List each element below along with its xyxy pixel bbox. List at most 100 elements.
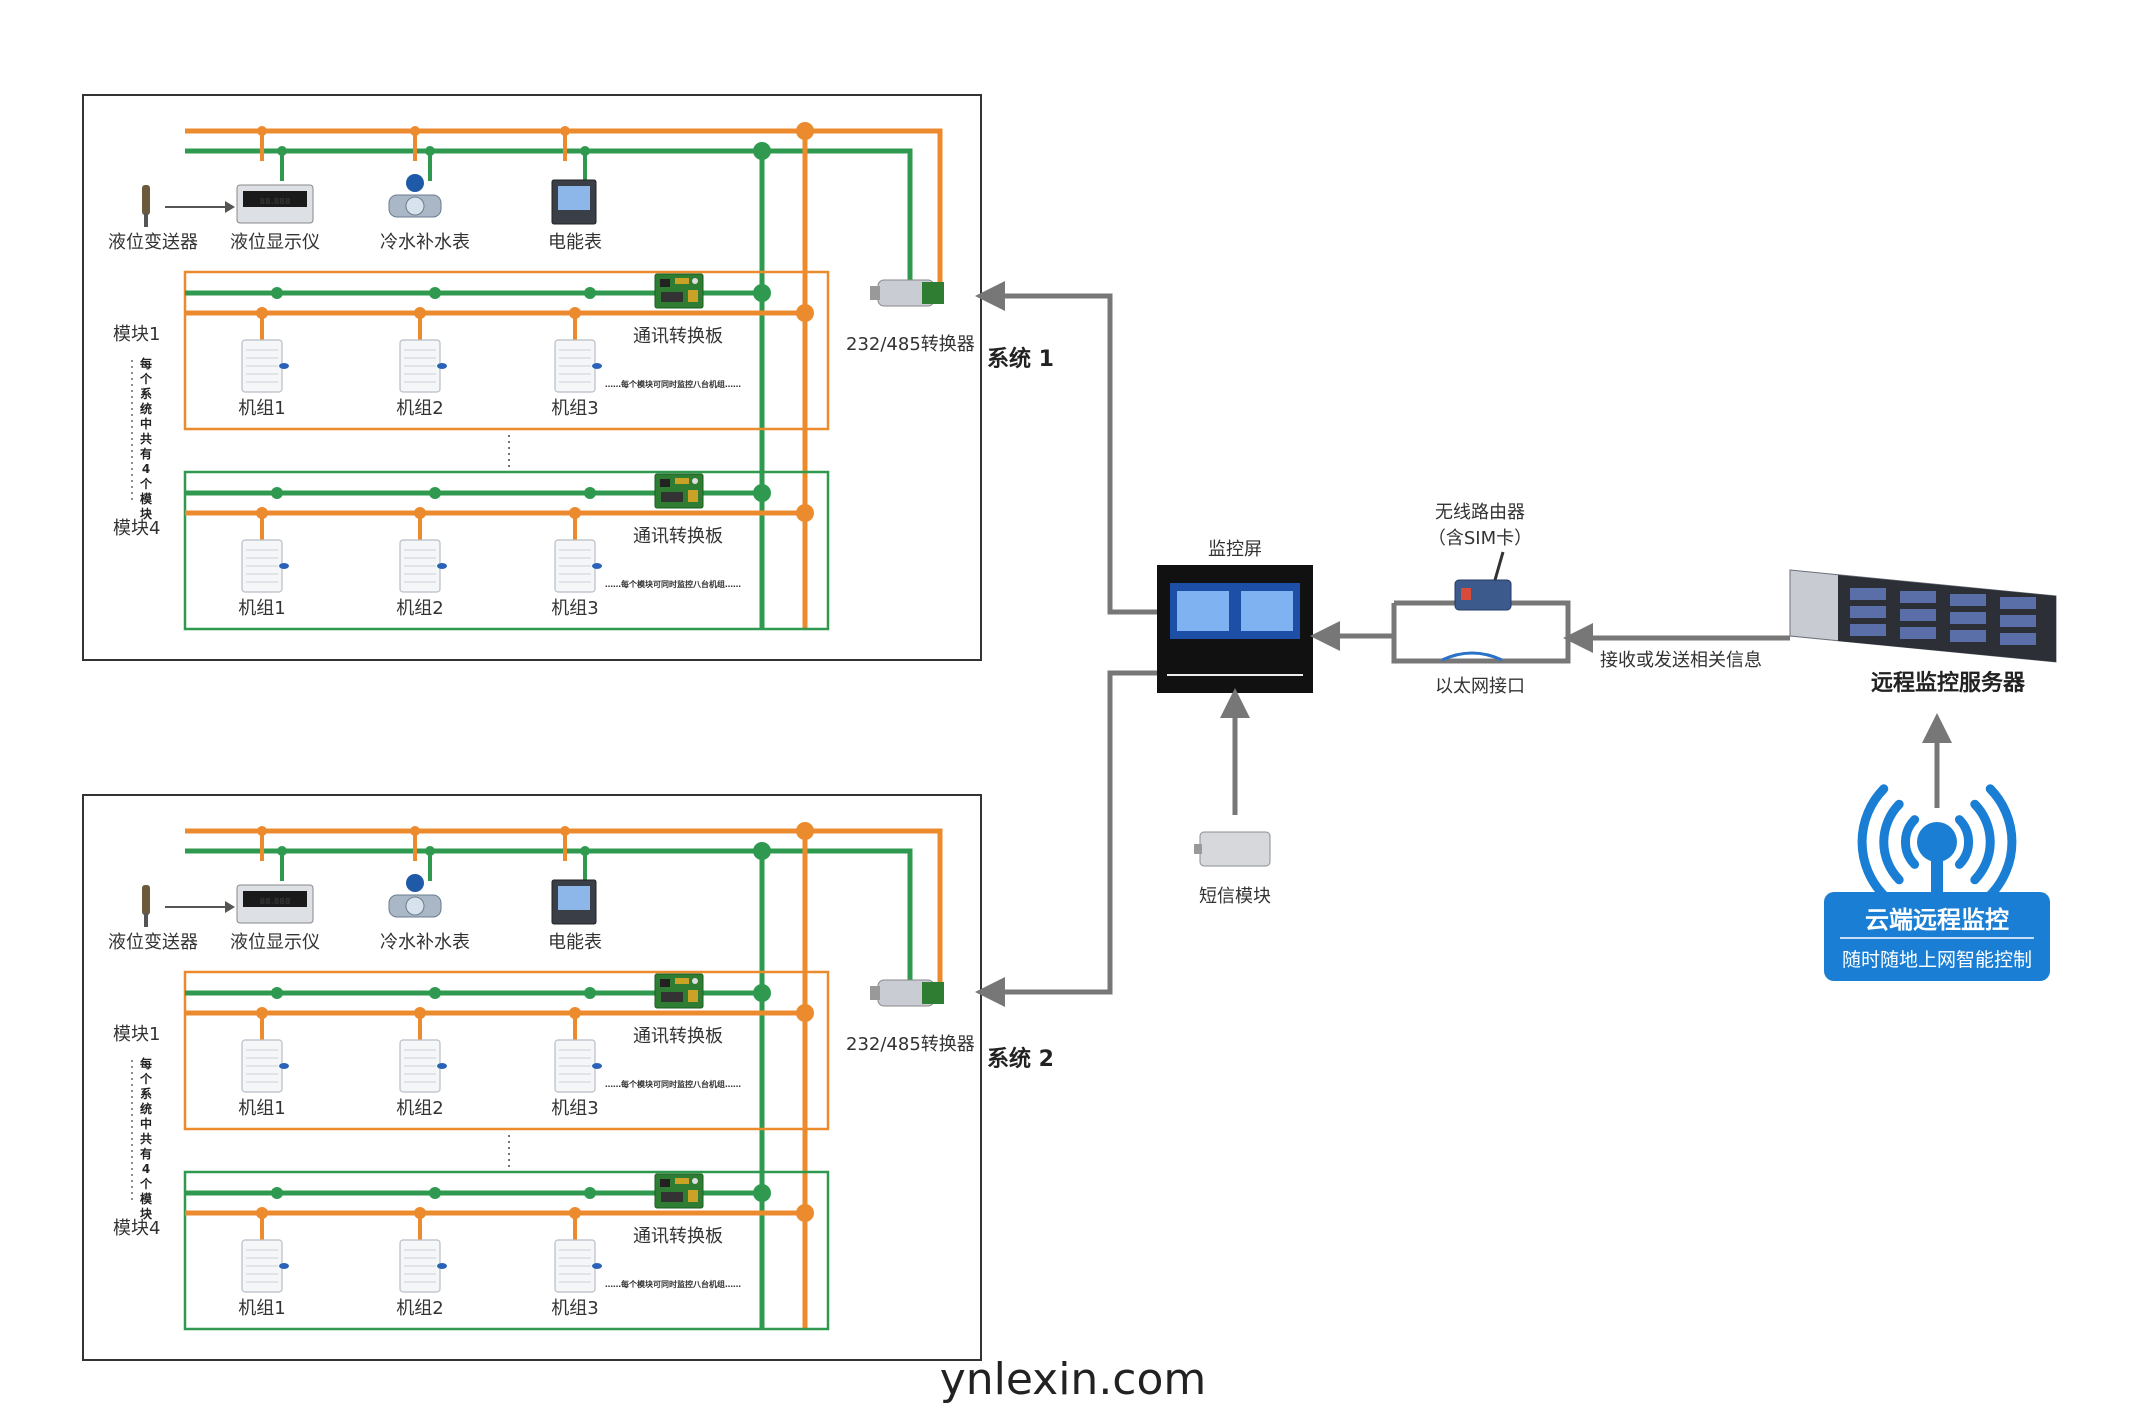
svg-text:中: 中	[140, 1116, 152, 1131]
water-meter-icon	[388, 874, 442, 918]
cloud-subtitle: 随时随地上网智能控制	[1842, 949, 2032, 971]
unit-label: 机组2	[396, 598, 443, 619]
wireless-signal-icon	[1857, 784, 2017, 914]
junction-dot	[560, 826, 570, 836]
ac-unit-icon	[399, 1039, 448, 1093]
comm-board-label: 通讯转换板	[633, 326, 723, 347]
svg-text:统: 统	[140, 401, 152, 416]
ac-unit-icon	[399, 1239, 448, 1293]
junction-dot	[410, 826, 420, 836]
module-green-node	[753, 984, 771, 1002]
junction-dot	[580, 146, 590, 156]
ac-unit-icon	[399, 339, 448, 393]
svg-text:统: 统	[140, 1101, 152, 1116]
power-meter-label: 电能表	[548, 232, 602, 253]
unit-label: 机组1	[238, 1298, 285, 1319]
svg-text:个: 个	[139, 1071, 153, 1086]
power-meter-label: 电能表	[548, 932, 602, 953]
module-orange-node	[796, 1004, 814, 1022]
module-note: ……每个模块可同时监控八台机组……	[605, 379, 741, 389]
comm-board-icon	[654, 473, 704, 509]
junction-dot	[425, 146, 435, 156]
comm-board-label: 通讯转换板	[633, 526, 723, 547]
comm-board-label: 通讯转换板	[633, 1026, 723, 1047]
power-meter-icon	[551, 879, 597, 925]
comm-board-icon	[654, 973, 704, 1009]
sensor-arrow-head	[225, 201, 235, 213]
junction-dot	[425, 846, 435, 856]
level-display-icon: 88.888	[236, 884, 314, 924]
svg-text:共: 共	[140, 1131, 152, 1146]
unit-label: 机组3	[551, 598, 598, 619]
display-readout: 88.888	[260, 897, 291, 906]
level-sensor-icon	[142, 885, 150, 927]
svg-text:块: 块	[140, 506, 153, 521]
module-4: 机组1 机组2 机组3 通讯转换板 ……每个模块可同时监控八台机组……	[183, 470, 830, 631]
ac-unit-icon	[554, 539, 603, 593]
sensor-label: 液位变送器	[108, 932, 198, 953]
water-meter-label: 冷水补水表	[380, 932, 470, 953]
svg-text:共: 共	[140, 431, 152, 446]
unit-label: 机组1	[238, 398, 285, 419]
module-note: ……每个模块可同时监控八台机组……	[605, 579, 741, 589]
module-note: ……每个模块可同时监控八台机组……	[605, 1079, 741, 1089]
module-green-node	[753, 284, 771, 302]
junction-dot	[257, 126, 267, 136]
system-label: 系统 1	[987, 346, 1054, 372]
top-orange-bus	[185, 828, 943, 990]
footer-url: ynlexin.com	[940, 1354, 1207, 1405]
ac-unit-icon	[554, 1039, 603, 1093]
junction-dot	[580, 846, 590, 856]
ac-unit-icon	[554, 1239, 603, 1293]
ac-unit-icon	[554, 339, 603, 393]
junction-dot	[410, 126, 420, 136]
ac-unit-icon	[241, 539, 290, 593]
converter-icon	[870, 979, 944, 1007]
display-label: 液位显示仪	[230, 932, 320, 953]
unit-label: 机组3	[551, 1098, 598, 1119]
power-meter-icon	[551, 179, 597, 225]
module-frame	[183, 1170, 830, 1331]
svg-text:模: 模	[140, 491, 153, 506]
server-icon	[1789, 569, 2057, 663]
link-label: 接收或发送相关信息	[1600, 650, 1762, 671]
unit-label: 机组3	[551, 398, 598, 419]
svg-text:个: 个	[139, 476, 153, 491]
junction-dot	[429, 487, 441, 499]
converter-label: 232/485转换器	[846, 1034, 975, 1055]
green-trunk-node	[753, 142, 771, 160]
unit-label: 机组2	[396, 1298, 443, 1319]
junction-dot	[429, 1187, 441, 1199]
svg-text:每: 每	[140, 356, 152, 371]
comm-board-icon	[654, 273, 704, 309]
monitor-icon	[1157, 565, 1313, 693]
system-frame	[82, 94, 982, 661]
system-label: 系统 2	[987, 1046, 1054, 1072]
junction-dot	[277, 846, 287, 856]
module-name: 模块1	[113, 1024, 160, 1045]
ac-unit-icon	[241, 339, 290, 393]
server-label: 远程监控服务器	[1871, 670, 2026, 696]
ac-unit-icon	[241, 1239, 290, 1293]
junction-dot	[584, 487, 596, 499]
level-display-icon: 88.888	[236, 184, 314, 224]
orange-trunk-node	[796, 122, 814, 140]
module-frame	[183, 970, 830, 1131]
svg-text:有: 有	[140, 1146, 152, 1161]
system-frame	[82, 794, 982, 1361]
unit-label: 机组1	[238, 598, 285, 619]
svg-text:块: 块	[140, 1206, 153, 1221]
svg-text:系: 系	[140, 1086, 152, 1101]
module-green-node	[753, 484, 771, 502]
junction-dot	[560, 126, 570, 136]
module-orange-node	[796, 304, 814, 322]
top-orange-bus	[185, 128, 943, 290]
water-meter-label: 冷水补水表	[380, 232, 470, 253]
converter-label: 232/485转换器	[846, 334, 975, 355]
